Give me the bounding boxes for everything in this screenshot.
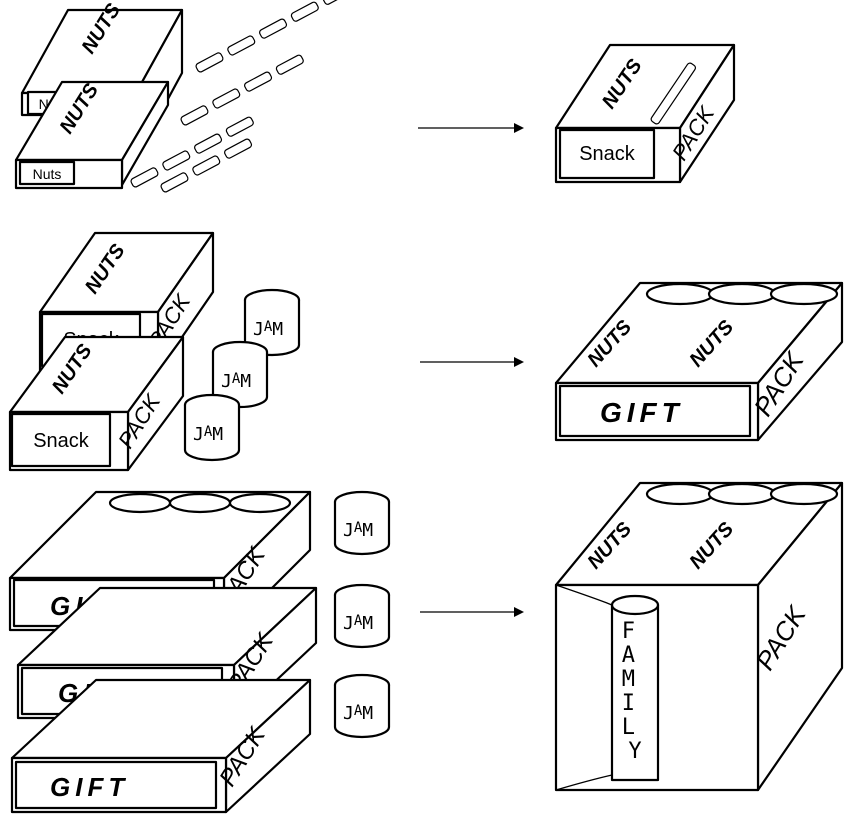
snack-label: Snack xyxy=(33,430,90,452)
jam-jar: JAM xyxy=(185,395,239,460)
jam-jar: JAM xyxy=(335,585,389,647)
snack-label: Snack xyxy=(579,143,636,165)
gift-label: GIFT xyxy=(50,772,129,802)
gift-pack-result: GIFT PACK NUTS NUTS xyxy=(556,283,842,440)
row2-inputs: Snack PACK NUTS Snack PACK NUTS JAM JAM xyxy=(10,233,299,470)
row3-inputs: GIFT PACK GIFT PACK GIFT PACK JAM xyxy=(10,492,389,812)
snack-pack-result: Snack PACK NUTS xyxy=(556,45,734,182)
snack-pack-lower: Snack PACK NUTS xyxy=(10,337,183,470)
jam-jar: JAM xyxy=(335,675,389,737)
jam-jar: JAM xyxy=(335,492,389,554)
gift-label: GIFT xyxy=(600,397,684,428)
nuts-label: Nuts xyxy=(33,166,62,182)
row1-inputs: Nuts NUTS Nuts NUTS xyxy=(16,0,351,193)
family-pack-result: F A M I L Y PACK NUTS NUTS xyxy=(556,483,842,790)
